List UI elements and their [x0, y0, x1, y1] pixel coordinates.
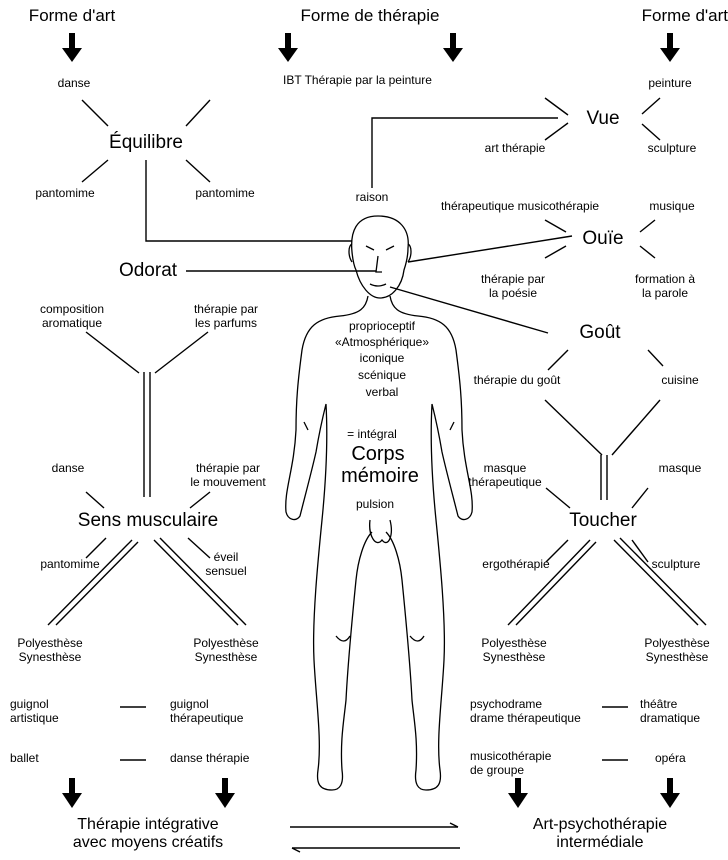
pair-theatre: théâtre dramatique — [640, 698, 700, 726]
sense-toucher: Toucher — [569, 510, 637, 532]
gout-therapie: thérapie du goût — [474, 374, 561, 388]
bottom-art-psychotherapie: Art-psychothérapie intermédiale — [533, 816, 667, 853]
equilibre-pantomime-left: pantomime — [35, 187, 94, 201]
body-integral: = intégral — [347, 428, 397, 442]
raison-label: raison — [356, 191, 389, 205]
ouie-parole: formation à la parole — [635, 273, 695, 301]
pair-psychodrame: psychodrame drame thérapeutique — [470, 698, 581, 726]
toucher-masque-therapeutique: masque thérapeutique — [468, 462, 541, 490]
toucher-polyesthese-right: Polyesthèse Synesthèse — [644, 637, 709, 665]
sense-equilibre: Équilibre — [109, 132, 183, 154]
pair-guignol-therapeutique: guignol thérapeutique — [170, 698, 243, 726]
muscle-polyesthese-left: Polyesthèse Synesthèse — [17, 637, 82, 665]
muscle-mouvement: thérapie par le mouvement — [190, 462, 265, 490]
sense-sens-musculaire: Sens musculaire — [78, 510, 218, 532]
equilibre-pantomime-right: pantomime — [195, 187, 254, 201]
body-atmospherique: «Atmosphérique» — [335, 336, 429, 350]
odorat-parfums: thérapie par les parfums — [194, 303, 258, 331]
body-verbal: verbal — [366, 386, 399, 400]
toucher-polyesthese-left: Polyesthèse Synesthèse — [481, 637, 546, 665]
vue-sculpture: sculpture — [648, 142, 697, 156]
muscle-danse: danse — [52, 462, 85, 476]
gout-cuisine: cuisine — [661, 374, 698, 388]
header-right: Forme d'art — [642, 6, 728, 26]
muscle-pantomime: pantomime — [40, 558, 99, 572]
body-corps: Corps — [351, 443, 404, 466]
header-center: Forme de thérapie — [301, 6, 440, 26]
pair-guignol-artistique: guignol artistique — [10, 698, 59, 726]
body-pulsion: pulsion — [356, 498, 394, 512]
bottom-therapie-integrative: Thérapie intégrative avec moyens créatif… — [73, 816, 223, 853]
pair-opera: opéra — [655, 752, 686, 766]
ouie-musicotherapie: thérapeutique musicothérapie — [441, 200, 599, 214]
body-proprioceptif: proprioceptif — [349, 320, 415, 334]
body-scenique: scénique — [358, 369, 406, 383]
toucher-sculpture: sculpture — [652, 558, 701, 572]
vue-peinture: peinture — [648, 77, 691, 91]
pair-ballet: ballet — [10, 752, 39, 766]
sense-ouie: Ouïe — [582, 228, 623, 250]
muscle-eveil: éveil sensuel — [205, 551, 246, 579]
toucher-masque: masque — [659, 462, 702, 476]
body-memoire: mémoire — [341, 465, 419, 488]
pair-musicotherapie: musicothérapie de groupe — [470, 750, 551, 778]
odorat-composition: composition aromatique — [40, 303, 104, 331]
equilibre-danse: danse — [58, 77, 91, 91]
sense-vue: Vue — [586, 108, 619, 130]
arrow-down-icon — [62, 33, 680, 62]
arrow-down-icon — [62, 778, 680, 808]
toucher-ergotherapie: ergothérapie — [482, 558, 549, 572]
sense-odorat: Odorat — [119, 260, 177, 282]
ouie-poesie: thérapie par la poésie — [481, 273, 545, 301]
ouie-musique: musique — [649, 200, 694, 214]
vue-art-therapie: art thérapie — [485, 142, 546, 156]
vue-ibt: IBT Thérapie par la peinture — [283, 74, 432, 88]
pair-danse-therapie: danse thérapie — [170, 752, 249, 766]
body-iconique: iconique — [360, 352, 405, 366]
muscle-polyesthese-right: Polyesthèse Synesthèse — [193, 637, 258, 665]
sense-gout: Goût — [579, 322, 620, 344]
header-left: Forme d'art — [29, 6, 115, 26]
